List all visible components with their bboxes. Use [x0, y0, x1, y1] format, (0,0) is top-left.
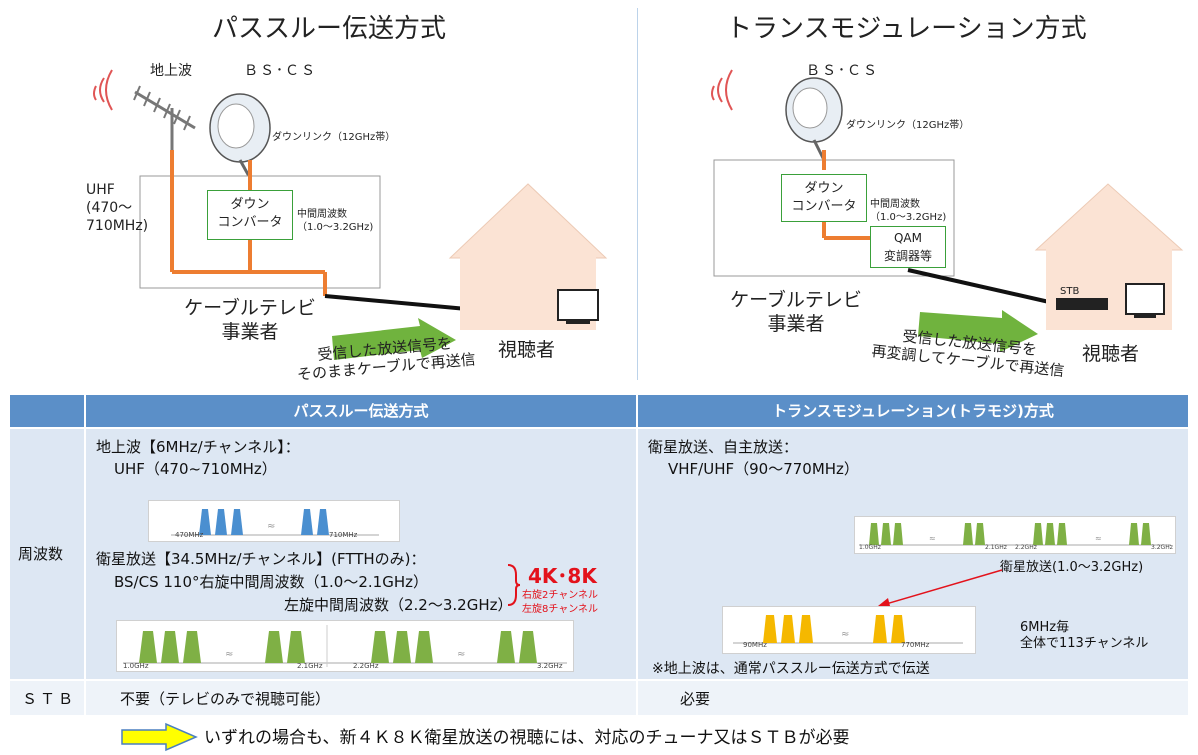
pass-sat-line3: 左旋中間周波数（2.2～3.2GHz） [284, 596, 513, 614]
footer-note: いずれの場合も、新４Ｋ８Ｋ衛星放送の視聴には、対応のチューナ又はＳＴＢが必要 [204, 728, 850, 748]
trans-per-label: 6MHz毎 [1020, 620, 1070, 635]
g22-label: 2.2GHz [353, 662, 379, 670]
k48-right-label: 右旋2チャンネル [522, 590, 599, 601]
bscs-spectrum: ≈ ≈ 1.0GHz 2.1GHz 2.2GHz 3.2GHz [116, 620, 574, 672]
left-downlink-label: ダウンリンク（12GHz帯） [272, 132, 396, 143]
uhf-spectrum-graphic: ≈ [171, 509, 379, 536]
left-viewer-label: 視聴者 [498, 339, 556, 361]
f90-label: 90MHz [743, 641, 767, 649]
row-head-stb-cell [10, 681, 84, 715]
red-arrow [878, 569, 1003, 606]
trans-line1: 衛星放送、自主放送： [648, 438, 799, 456]
pass-sat-line1: 衛星放送【34.5MHz/チャンネル】(FTTHのみ)： [96, 550, 426, 568]
svg-text:≈: ≈ [267, 521, 275, 532]
right-bscs-label: ＢＳ･ＣＳ [806, 63, 879, 79]
right-if-label: 中間周波数 （1.0～3.2GHz) [870, 199, 947, 223]
qam-modulator: QAM 変調器等 [870, 226, 946, 268]
table-header-blank [10, 395, 84, 427]
pass-terr-line2: UHF（470~710MHz） [114, 460, 277, 478]
right-viewer-label: 視聴者 [1082, 343, 1140, 365]
trans-line2: VHF/UHF（90～770MHz） [668, 460, 859, 478]
trans-note: ※地上波は、通常パススルー伝送方式で伝送 [652, 661, 930, 677]
left-down-converter: ダウン コンバータ [207, 190, 293, 240]
trans-stb-cell [638, 681, 1188, 715]
vhf-uhf-spectrum: ≈ 90MHz 770MHz [722, 606, 976, 654]
table-header-transmod: トランスモジュレーション(トラモジ)方式 [638, 395, 1188, 427]
ts-g32-label: 3.2GHz [1151, 544, 1173, 551]
pass-sat-line2: BS/CS 110°右旋中間周波数（1.0～2.1GHz） [114, 573, 428, 591]
g21-label: 2.1GHz [297, 662, 323, 670]
trans-sat-spectrum-graphic: ≈ ≈ [859, 523, 1171, 546]
stb-pass-value: 不要（テレビのみで視聴可能） [120, 690, 331, 708]
brace-graphic [507, 564, 520, 606]
trans-total-label: 全体で113チャンネル [1020, 636, 1149, 651]
g32-label: 3.2GHz [537, 662, 563, 670]
svg-text:≈: ≈ [225, 649, 233, 660]
svg-text:≈: ≈ [929, 534, 936, 543]
left-if-label: 中間周波数 （1.0～3.2GHz) [297, 209, 374, 233]
ts-g10-label: 1.0GHz [859, 544, 881, 551]
trans-sat-label: 衛星放送(1.0～3.2GHz) [1000, 560, 1144, 575]
svg-text:≈: ≈ [841, 629, 849, 640]
f770-label: 770MHz [901, 641, 930, 649]
pass-stb-cell [86, 681, 636, 715]
ts-g21-label: 2.1GHz [985, 544, 1007, 551]
g10-label: 1.0GHz [123, 662, 149, 670]
svg-text:≈: ≈ [1095, 534, 1102, 543]
row-head-freq-cell [10, 429, 84, 679]
pass-terr-line1: 地上波【6MHz/チャンネル】： [96, 438, 300, 456]
divider [637, 8, 638, 380]
uhf-470-label: 470MHz [175, 531, 204, 539]
bscs-spectrum-graphic: ≈ ≈ [123, 625, 567, 667]
trans-sat-spectrum: ≈ ≈ 1.0GHz 2.1GHz 2.2GHz 3.2GHz [854, 516, 1176, 554]
stb-trans-value: 必要 [680, 690, 711, 708]
right-downlink-label: ダウンリンク（12GHz帯） [846, 120, 970, 131]
right-title: トランスモジュレーション方式 [726, 14, 1087, 44]
terrestrial-label: 地上波 [150, 63, 192, 79]
row-label-stb: ＳＴＢ [22, 690, 77, 708]
stb-label: STB [1060, 286, 1080, 297]
uhf-label: UHF (470～ 710MHz) [86, 182, 149, 234]
vhf-uhf-spectrum-graphic: ≈ [733, 615, 963, 644]
k48-left-label: 左旋8チャンネル [522, 604, 599, 615]
k48-label: 4K･8K [528, 564, 597, 588]
row-label-freq: 周波数 [18, 545, 64, 563]
table-header-passthrough: パススルー伝送方式 [86, 395, 636, 427]
right-down-converter: ダウン コンバータ [781, 174, 867, 222]
svg-text:≈: ≈ [457, 649, 465, 660]
ts-g22-label: 2.2GHz [1015, 544, 1037, 551]
yellow-arrow-icon [121, 722, 198, 752]
right-operator-label: ケーブルテレビ 事業者 [730, 289, 862, 335]
left-title: パススルー伝送方式 [212, 14, 447, 44]
left-operator-label: ケーブルテレビ 事業者 [184, 297, 316, 343]
uhf-spectrum: ≈ 470MHz 710MHz [148, 500, 400, 542]
uhf-710-label: 710MHz [329, 531, 358, 539]
left-bscs-label: ＢＳ･ＣＳ [244, 63, 317, 79]
